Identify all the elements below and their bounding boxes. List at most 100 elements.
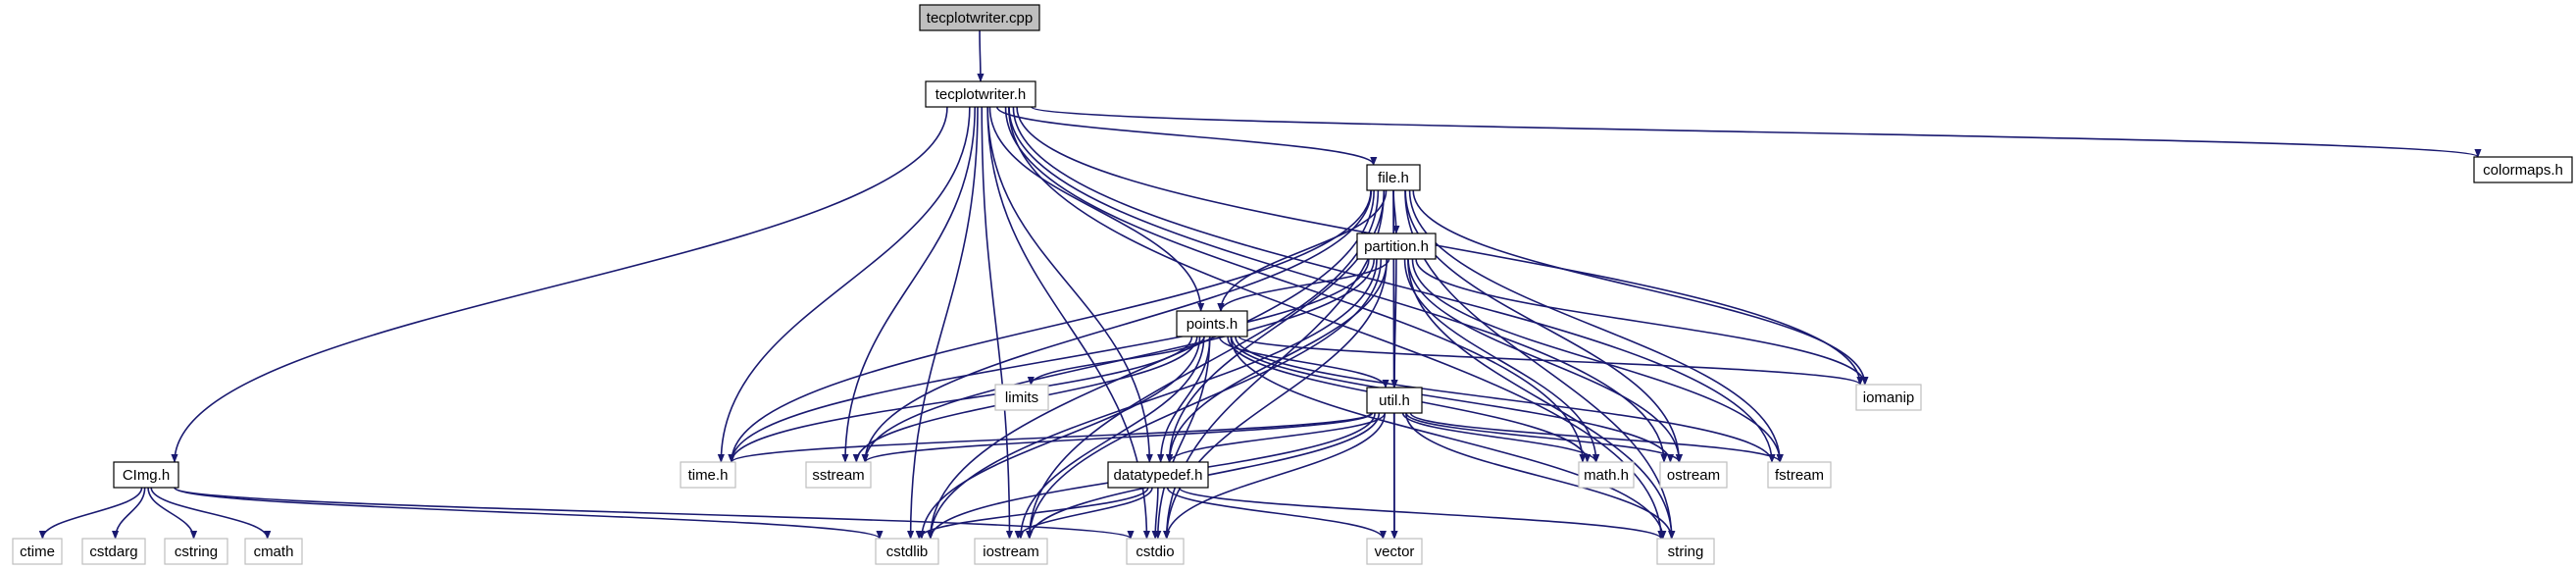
node-box — [12, 538, 63, 565]
node-points-h[interactable]: points.h — [1176, 310, 1248, 337]
node-tecplotwriter-cpp[interactable]: tecplotwriter.cpp — [919, 4, 1040, 31]
edge-partition_h-to-string — [1407, 258, 1676, 540]
node-label: cmath — [254, 544, 294, 560]
node-CImg-h[interactable]: CImg.h — [113, 461, 179, 489]
node-label: string — [1668, 544, 1704, 560]
node-iostream: iostream — [974, 538, 1048, 565]
node-vector: vector — [1366, 538, 1423, 565]
node-box — [244, 538, 303, 565]
node-box — [875, 538, 939, 565]
edge-util_h-to-sstream — [861, 412, 1374, 463]
edge-partition_h-to-fstream — [1411, 258, 1784, 463]
edge-partition_h-to-iostream — [1026, 258, 1383, 540]
node-label: sstream — [812, 467, 864, 484]
edge-CImg_h-to-cmath — [150, 487, 272, 540]
node-sstream: sstream — [805, 461, 872, 489]
node-label: vector — [1375, 544, 1415, 560]
node-box — [925, 80, 1036, 108]
edge-file_h-to-time_h — [728, 189, 1372, 463]
node-fstream: fstream — [1767, 461, 1832, 489]
node-label: iomanip — [1863, 389, 1915, 406]
edge-datatypedef_h-to-cstdlib — [915, 487, 1149, 540]
node-cstring: cstring — [164, 538, 228, 565]
node-datatypedef-h[interactable]: datatypedef.h — [1107, 461, 1209, 489]
edge-file_h-to-sstream — [861, 189, 1373, 463]
edge-tecplotwriter_h-to-file_h — [996, 106, 1378, 166]
node-box — [113, 461, 179, 489]
node-box — [1356, 233, 1437, 260]
node-box — [81, 538, 146, 565]
edge-datatypedef_h-to-vector — [1166, 487, 1387, 540]
node-box — [1366, 387, 1423, 414]
node-util-h[interactable]: util.h — [1366, 387, 1423, 414]
node-label: partition.h — [1364, 238, 1429, 255]
node-label: limits — [1005, 389, 1038, 406]
edge-util_h-to-math_h — [1401, 412, 1600, 463]
edge-points_h-to-fstream — [1235, 336, 1776, 463]
edge-CImg_h-to-cstring — [147, 487, 198, 540]
edge-partition_h-to-time_h — [728, 258, 1370, 463]
edge-datatypedef_h-to-iostream — [1014, 487, 1153, 540]
node-box — [680, 461, 736, 489]
node-label: points.h — [1187, 316, 1238, 333]
edge-util_h-to-ostream — [1405, 412, 1683, 463]
edge-datatypedef_h-to-cstdio — [1151, 487, 1159, 540]
node-box — [1855, 384, 1922, 411]
edge-tecplotwriter_h-to-points_h — [988, 106, 1205, 312]
edge-tecplotwriter_h-to-time_h — [717, 106, 971, 463]
node-label: cstdlib — [886, 544, 929, 560]
node-box — [1578, 461, 1635, 489]
edge-tecplotwriter_h-to-cstdlib — [907, 106, 979, 540]
node-file-h[interactable]: file.h — [1366, 164, 1421, 191]
edge-file_h-to-cstdlib — [927, 189, 1375, 540]
edge-points_h-to-cstdio — [1154, 336, 1211, 540]
edge-tecplotwriter_h-to-ostream — [1008, 106, 1668, 463]
node-cstdlib: cstdlib — [875, 538, 939, 565]
edge-points_h-to-limits — [1027, 336, 1206, 386]
edge-points_h-to-string — [1230, 336, 1667, 540]
node-box — [1126, 538, 1185, 565]
node-box — [164, 538, 228, 565]
node-box — [1767, 461, 1832, 489]
edge-points_h-to-time_h — [728, 336, 1193, 463]
node-label: iostream — [983, 544, 1039, 560]
node-time-h: time.h — [680, 461, 736, 489]
edge-tecplotwriter_h-to-math_h — [1004, 106, 1587, 463]
edge-tecplotwriter_cpp-to-tecplotwriter_h — [977, 29, 985, 82]
edge-partition_h-to-cstdio — [1163, 258, 1388, 540]
node-box — [1656, 538, 1715, 565]
node-box — [1366, 538, 1423, 565]
edge-util_h-to-time_h — [728, 412, 1372, 463]
node-tecplotwriter-h[interactable]: tecplotwriter.h — [925, 80, 1036, 108]
edge-util_h-to-string — [1405, 412, 1676, 540]
node-label: time.h — [688, 467, 729, 484]
edge-partition_h-to-points_h — [1217, 258, 1390, 312]
edge-CImg_h-to-cstdlib — [174, 487, 884, 540]
node-layer: tecplotwriter.cpp tecplotwriter.h file.h co… — [12, 4, 2573, 565]
node-box — [919, 4, 1040, 31]
edge-layer — [38, 29, 2482, 540]
edge-partition_h-to-iomanip — [1415, 258, 1869, 386]
edge-points_h-to-util_h — [1218, 336, 1389, 389]
node-colormaps-h[interactable]: colormaps.h — [2473, 156, 2573, 183]
node-box — [974, 538, 1048, 565]
node-label: math.h — [1584, 467, 1629, 484]
edge-partition_h-to-datatypedef_h — [1166, 258, 1389, 463]
node-box — [2473, 156, 2573, 183]
node-label: cstring — [175, 544, 218, 560]
node-partition-h[interactable]: partition.h — [1356, 233, 1437, 260]
node-box — [1107, 461, 1209, 489]
node-label: ctime — [20, 544, 55, 560]
node-label: util.h — [1379, 392, 1410, 409]
node-ctime: ctime — [12, 538, 63, 565]
edge-util_h-to-cstdio — [1163, 412, 1387, 540]
node-label: cstdarg — [89, 544, 137, 560]
edge-partition_h-to-cstdlib — [927, 258, 1378, 540]
edge-partition_h-to-util_h — [1390, 258, 1398, 389]
node-label: datatypedef.h — [1114, 467, 1203, 484]
node-label: tecplotwriter.cpp — [927, 10, 1033, 26]
node-box — [1366, 164, 1421, 191]
edge-CImg_h-to-ctime — [38, 487, 143, 540]
node-iomanip: iomanip — [1855, 384, 1922, 411]
